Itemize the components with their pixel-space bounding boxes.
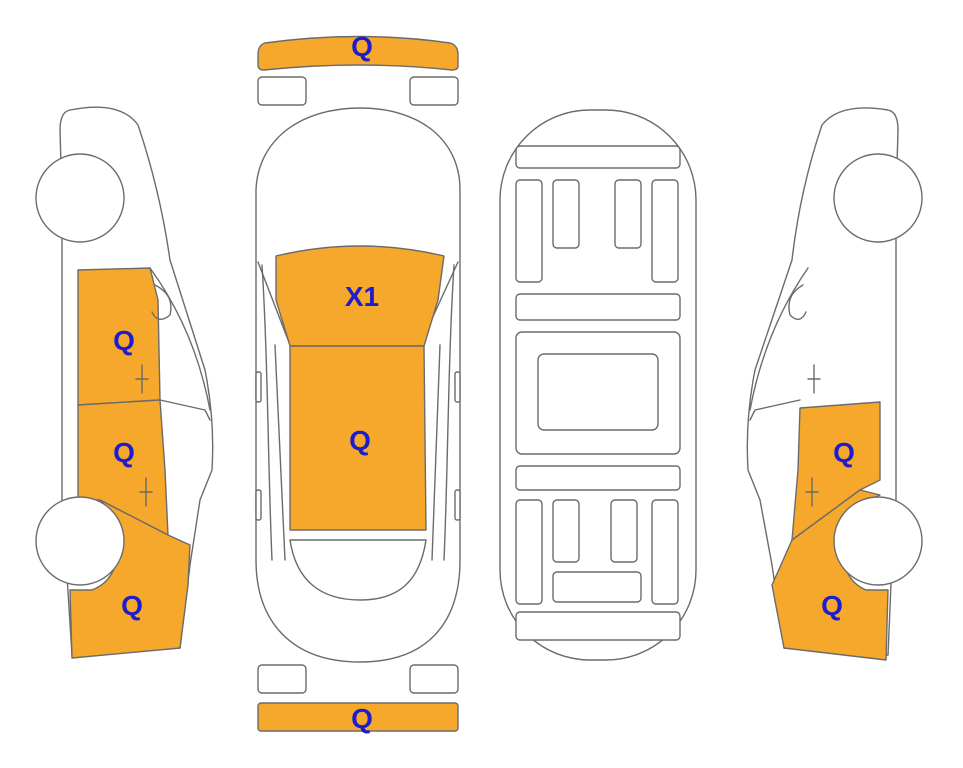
hood-label: Q (349, 425, 371, 456)
rear-left-taillight (257, 664, 307, 694)
left-front-door-handle (139, 477, 153, 507)
underside-rear-left-block (552, 499, 580, 563)
left-pillar-mark (151, 284, 172, 320)
left-window-line (159, 399, 211, 421)
hood-panel[interactable] (289, 345, 427, 531)
right-rear-wheel (833, 496, 923, 586)
right-body-outline (746, 107, 899, 656)
underside-front-left-block (552, 179, 580, 249)
front-bumper-panel[interactable] (257, 35, 459, 71)
windshield-panel[interactable] (275, 245, 445, 347)
right-side-view: Q Q (746, 107, 923, 661)
front-left-headlight (257, 76, 307, 106)
left-rear-door-panel[interactable] (77, 267, 161, 406)
underside-front-right-block (614, 179, 642, 249)
top-a-pillar-left (257, 261, 291, 346)
left-rear-door-handle (135, 364, 149, 394)
underside-mid-plate (537, 353, 659, 431)
underside-crossmember-2 (515, 465, 681, 491)
underside-front-bar (515, 145, 681, 169)
right-front-wheel (833, 153, 923, 243)
left-rear-fender-label: Q (121, 590, 143, 621)
left-side-view: Q Q Q (35, 106, 214, 659)
front-bumper-label: Q (351, 31, 373, 62)
left-roof-line (149, 267, 211, 411)
right-front-door-handle (807, 364, 821, 394)
underside-front-left-rail (515, 179, 543, 283)
front-right-headlight (409, 76, 459, 106)
underside-rear-right-block (610, 499, 638, 563)
right-mirror (454, 371, 461, 403)
top-view: X1 Q (255, 107, 461, 663)
windshield-label: X1 (345, 281, 379, 312)
rear-bumper-panel[interactable] (257, 702, 459, 732)
left-rear-door-label: Q (113, 325, 135, 356)
underside-rear-right-rail (651, 499, 679, 605)
right-rear-door-handle (805, 477, 819, 507)
underside-outline (499, 109, 697, 661)
underside-rear-bar (515, 611, 681, 641)
left-rear-handle (255, 489, 262, 521)
left-rear-wheel (35, 496, 125, 586)
right-pillar-mark (788, 284, 807, 320)
right-rear-door-label: Q (833, 437, 855, 468)
top-side-line-left (274, 344, 286, 561)
left-front-door-label: Q (113, 437, 135, 468)
underside-front-right-rail (651, 179, 679, 283)
top-roof-line-left (261, 264, 273, 561)
underside-view (499, 109, 697, 661)
underside-crossmember-1 (515, 293, 681, 321)
left-front-wheel (35, 153, 125, 243)
right-rear-fender-label: Q (821, 590, 843, 621)
rear-bumper-group: Q (257, 664, 459, 734)
front-bumper-group: Q (257, 31, 459, 106)
rear-window (289, 539, 427, 601)
underside-tank (552, 571, 642, 603)
right-roof-line (749, 267, 809, 411)
rear-right-taillight (409, 664, 459, 694)
underside-rear-left-rail (515, 499, 543, 605)
rear-bumper-label: Q (351, 703, 373, 734)
top-roof-line-right (443, 264, 455, 561)
left-body-outline (59, 106, 214, 656)
top-body-outline (255, 107, 461, 663)
right-window-line (749, 399, 801, 421)
left-mirror (255, 371, 262, 403)
right-rear-handle (454, 489, 461, 521)
top-side-line-right (431, 344, 441, 561)
